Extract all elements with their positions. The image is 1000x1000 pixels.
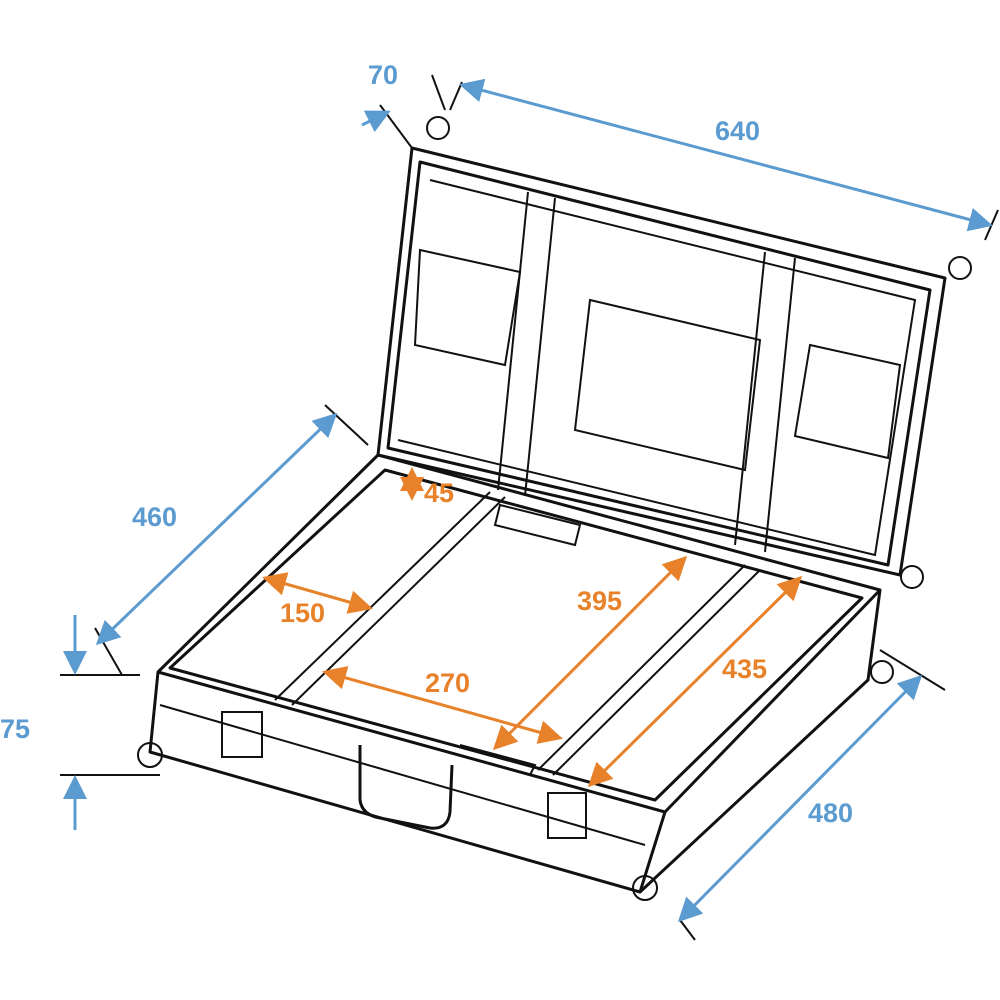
outer-dimension-lines (60, 74, 999, 941)
dim-base-depth: 480 (808, 798, 853, 828)
corner-ball (900, 565, 924, 589)
latch-right[interactable] (547, 792, 587, 839)
corner-ball (870, 660, 894, 684)
dim-width: 460 (132, 502, 177, 532)
latch-left[interactable] (221, 711, 263, 758)
dim-lid-depth: 70 (368, 60, 398, 90)
dim-side-width: 150 (280, 598, 325, 628)
dim-side-depth: 435 (722, 654, 767, 684)
case-base (137, 116, 972, 901)
dim-compartment-height: 45 (424, 478, 454, 508)
dim-center-depth: 395 (577, 586, 622, 616)
corner-ball (632, 875, 658, 901)
dim-height: 75 (0, 714, 30, 744)
handle[interactable] (358, 745, 454, 830)
corner-ball (137, 742, 163, 768)
corner-ball (426, 116, 450, 140)
corner-ball (948, 256, 972, 280)
inner-dimension-lines (262, 467, 803, 788)
dim-center-width: 270 (425, 668, 470, 698)
case-lid (376, 146, 947, 577)
dim-length: 640 (715, 116, 760, 146)
